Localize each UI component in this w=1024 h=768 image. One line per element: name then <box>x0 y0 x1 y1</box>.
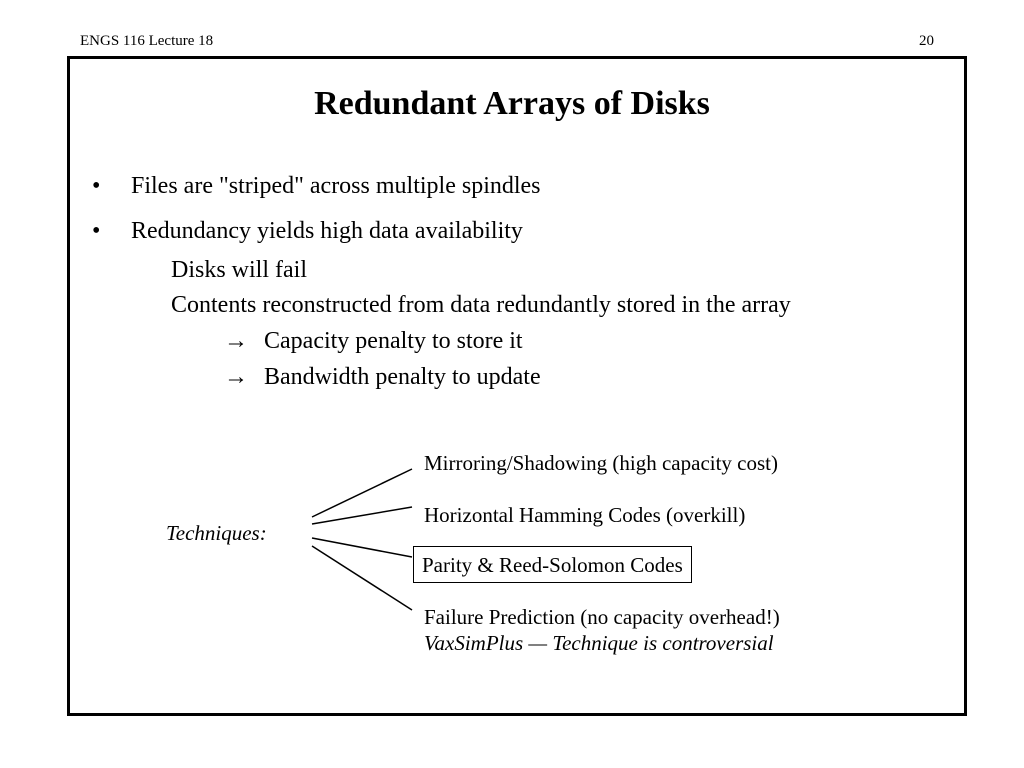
sub-point: Contents reconstructed from data redunda… <box>171 292 791 318</box>
connector-line <box>311 506 413 525</box>
slide-header-course: ENGS 116 Lecture 18 <box>80 33 214 49</box>
bullet-text: Redundancy yields high data availability <box>131 218 523 244</box>
bullet-text: Files are "striped" across multiple spin… <box>131 173 541 199</box>
techniques-label: Techniques: <box>166 521 267 545</box>
technique-item: Failure Prediction (no capacity overhead… <box>424 605 780 629</box>
arrow-point-text: Capacity penalty to store it <box>264 328 523 354</box>
slide-frame <box>67 56 967 716</box>
slide-title: Redundant Arrays of Disks <box>314 85 710 122</box>
connector-line <box>311 468 413 518</box>
arrow-point-text: Bandwidth penalty to update <box>264 364 541 390</box>
arrow-icon: → <box>224 328 248 354</box>
technique-item: Horizontal Hamming Codes (overkill) <box>424 503 746 527</box>
sub-point: Disks will fail <box>171 257 307 283</box>
connector-line <box>311 537 413 558</box>
technique-item-highlighted: Parity & Reed-Solomon Codes <box>413 546 692 583</box>
arrow-icon: → <box>224 364 248 390</box>
technique-item: Mirroring/Shadowing (high capacity cost) <box>424 451 779 475</box>
slide-page-number: 20 <box>919 33 934 49</box>
connector-line <box>311 545 413 611</box>
bullet-marker: • <box>92 218 101 244</box>
bullet-marker: • <box>92 173 101 199</box>
technique-note: VaxSimPlus — Technique is controversial <box>424 631 774 655</box>
